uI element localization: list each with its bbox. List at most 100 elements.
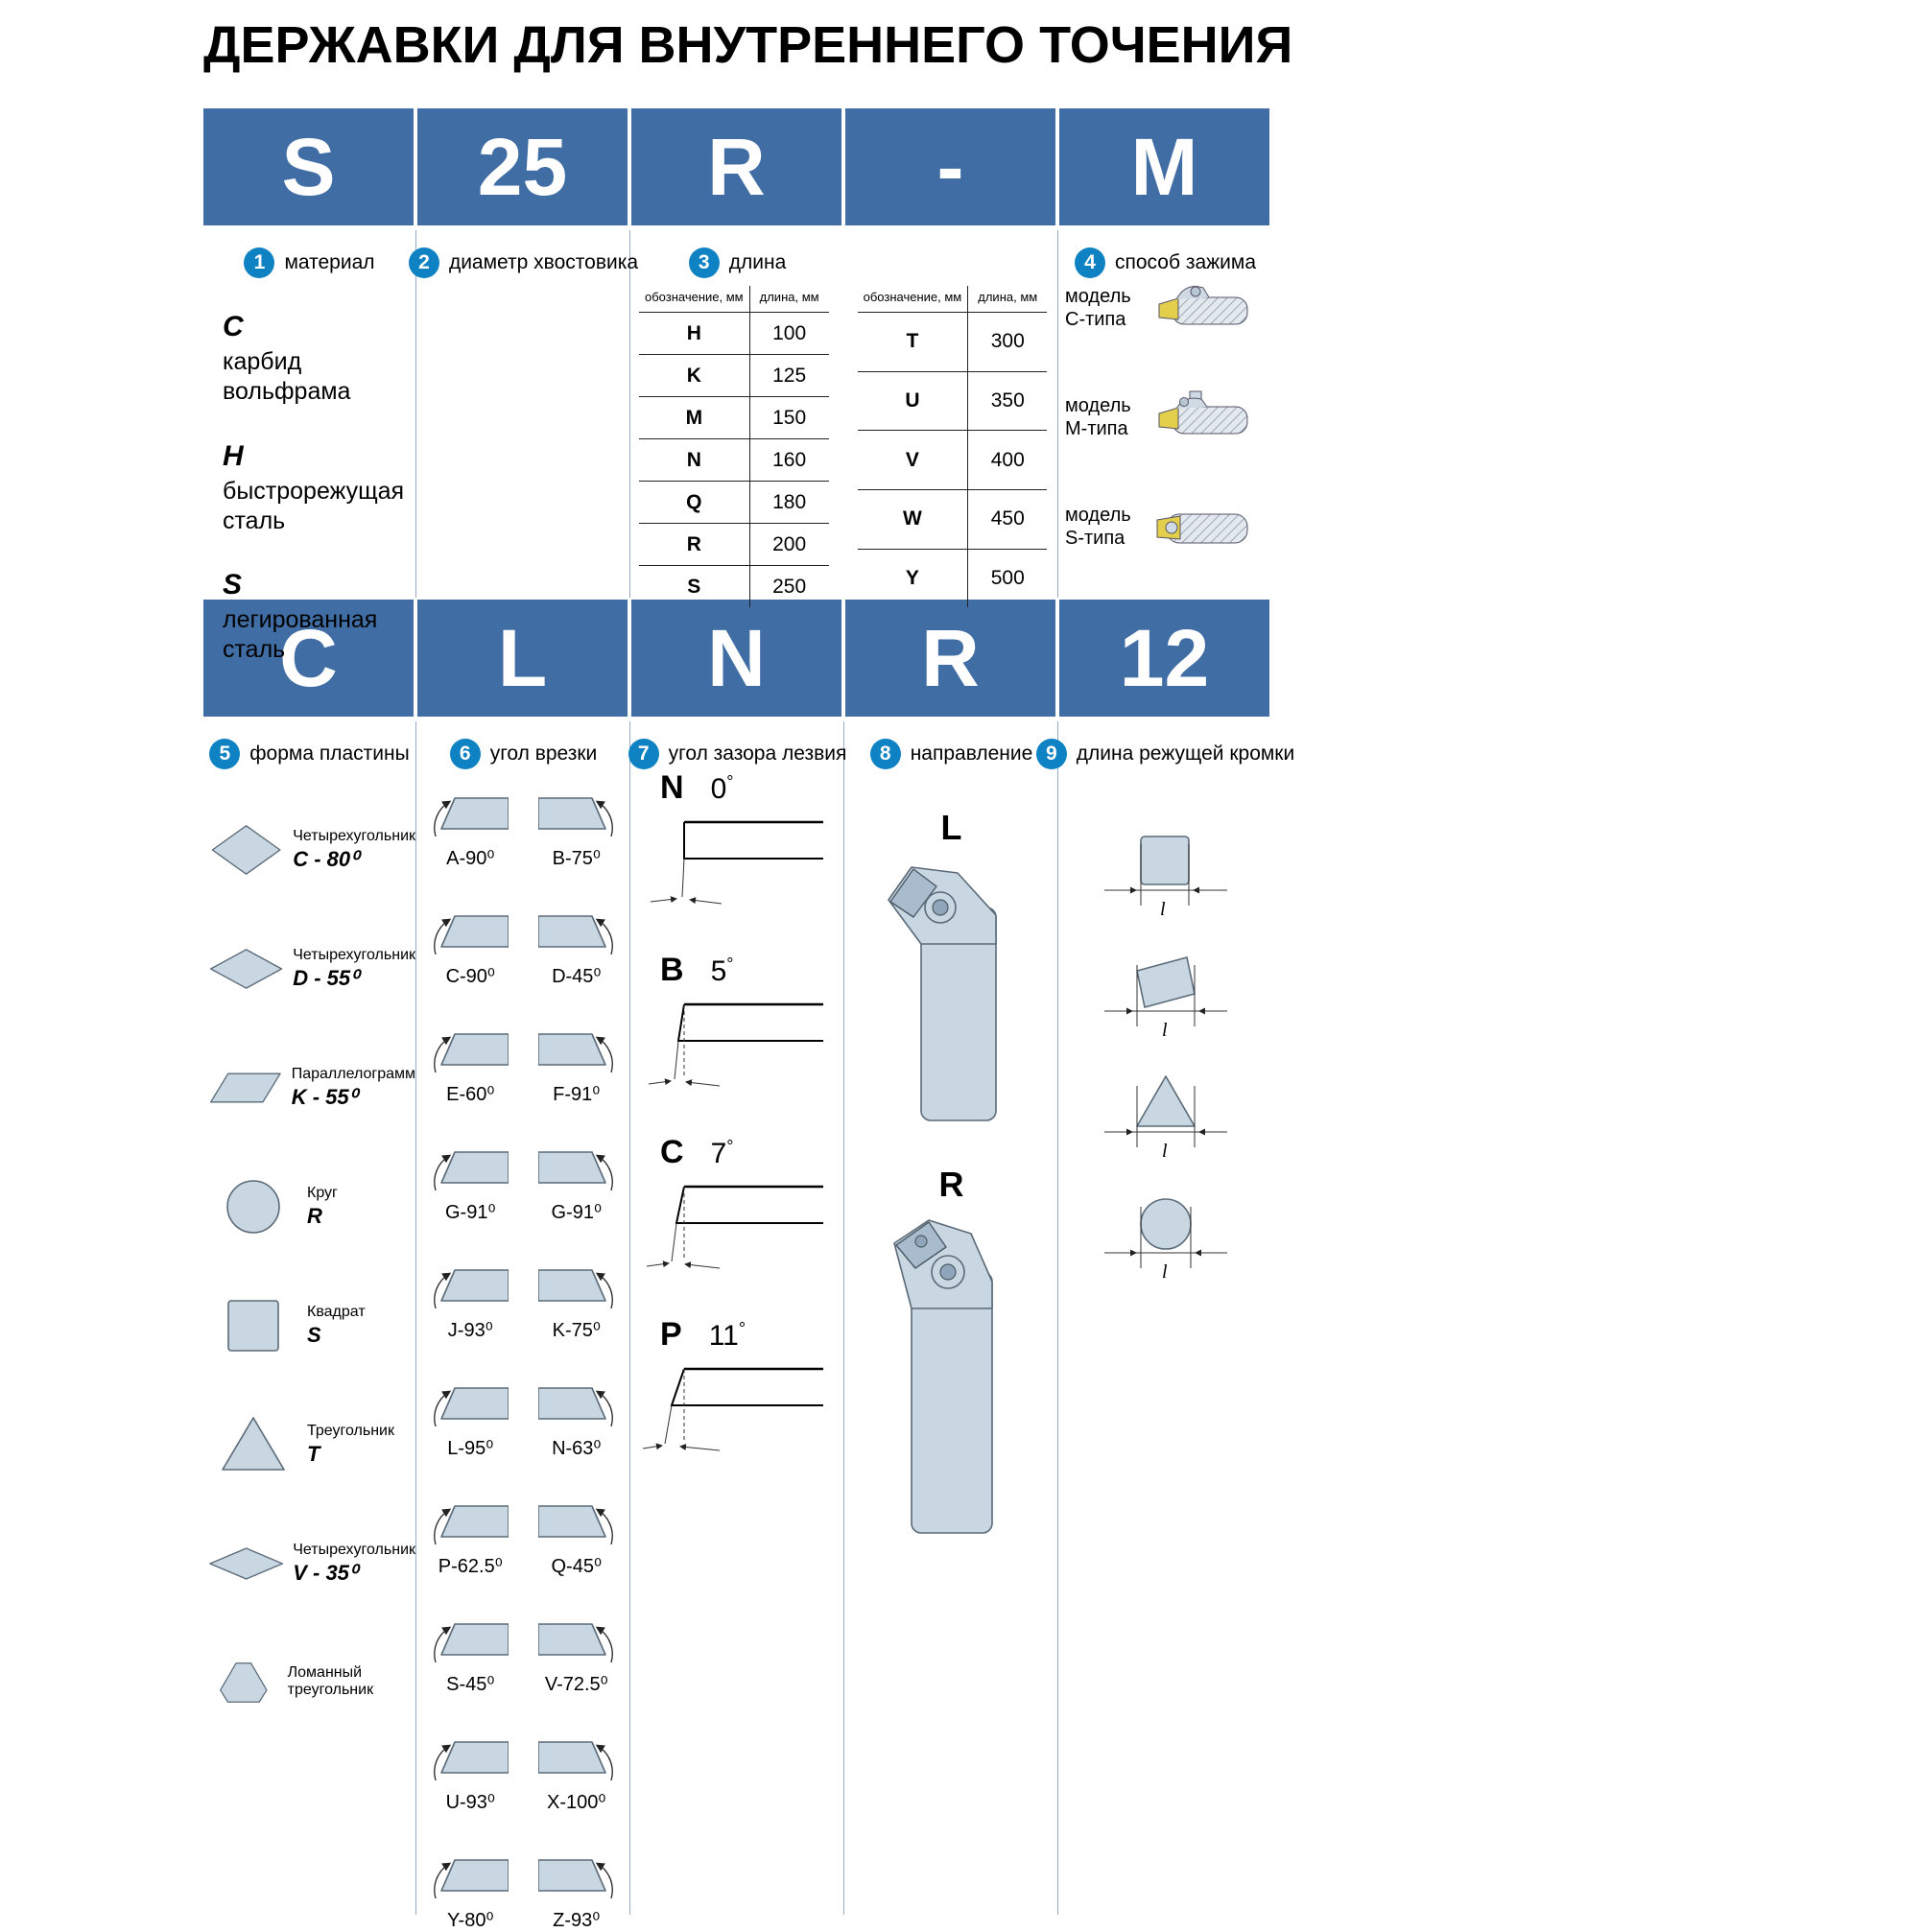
clearance-angle: 7° [711, 1137, 734, 1170]
clearance-heading: P 11° [660, 1316, 843, 1354]
entry-angle-label: G-91⁰ [551, 1202, 602, 1223]
clearance-angle: 0° [711, 772, 734, 806]
insert-shape-item: Четырехугольник C - 80⁰ [209, 815, 415, 884]
section-number-badge: 5 [209, 739, 241, 769]
tool-tip-icon [537, 1505, 613, 1545]
section-header: 5 форма пластины [203, 739, 415, 769]
section-shank-diameter: 2 диаметр хвостовика [408, 230, 638, 600]
entry-angle-item: U-93⁰ [432, 1734, 509, 1814]
length-code: Y [857, 548, 969, 607]
direction-right-label: R [938, 1165, 964, 1204]
entry-angle-label: F-91⁰ [553, 1084, 601, 1105]
insert-shape-item: Четырехугольник D - 55⁰ [209, 934, 415, 1003]
direction-left-label: L [940, 808, 962, 847]
section-edge-length: 9 длина режущей кромки l l [1035, 721, 1294, 1915]
tool-tip-icon [434, 1033, 509, 1073]
code-cell-separator: - [845, 108, 1055, 225]
entry-angle-label: L-95⁰ [447, 1438, 494, 1459]
shape-name: Ломанный треугольник [287, 1663, 374, 1698]
section-label: длина [728, 251, 787, 273]
section-label: угол зазора лезвия [668, 742, 847, 765]
clamp-model-item: модель C-типа [1065, 278, 1271, 338]
section-label: направление [910, 742, 1033, 765]
degree-symbol: ° [726, 772, 734, 791]
rhombus-edge-length-diagram: l [1103, 956, 1227, 1041]
section-number-badge: 2 [408, 247, 439, 278]
clearance-angle-value: 0 [710, 773, 727, 805]
length-code: R [639, 523, 750, 566]
insert-shape-item: Квадрат S [209, 1291, 415, 1360]
code-cell-length: R [631, 108, 841, 225]
clamp-model-label: модель S-типа [1065, 504, 1144, 550]
diamond-55-shape-icon [210, 949, 283, 989]
code-cell-insert-shape: C [203, 600, 414, 717]
length-code: U [857, 370, 969, 431]
code-cell-clearance-angle: N [631, 600, 841, 717]
clamp-model-type: S-типа [1065, 528, 1125, 549]
page-title: ДЕРЖАВКИ ДЛЯ ВНУТРЕННЕГО ТОЧЕНИЯ [203, 16, 1293, 74]
dimension-label: l [1160, 899, 1166, 920]
length-value: 200 [749, 523, 829, 566]
clamp-model-item: модель M-типа [1065, 388, 1271, 447]
diamond-80-shape-icon [211, 825, 281, 875]
degree-symbol: ° [738, 1319, 746, 1338]
clearance-item: P 11° [631, 1316, 843, 1472]
material-description: легированная сталь [223, 606, 378, 664]
shape-text: Параллелограмм K - 55⁰ [292, 1066, 415, 1110]
tool-tip-icon [434, 1151, 509, 1191]
column-header-length: длина, мм [967, 286, 1048, 313]
length-code: K [639, 354, 750, 397]
section-header: 6 угол врезки [417, 739, 629, 769]
clearance-letter: P [660, 1316, 682, 1353]
shape-text: Ломанный треугольник [288, 1664, 415, 1702]
trigon-shape-icon [220, 1662, 268, 1703]
entry-angle-label: D-45⁰ [552, 966, 602, 987]
shape-name: Круг [307, 1184, 338, 1201]
material-description: карбид вольфрама [223, 348, 351, 406]
clearance-item: B 5° [631, 952, 843, 1107]
length-value: 160 [749, 438, 829, 482]
tool-tip-icon [434, 1269, 509, 1309]
section-clamping: 4 способ зажима модель C-типа модель M-т… [1059, 230, 1271, 600]
tool-tip-icon [434, 1859, 509, 1899]
code-cell-shank-diameter: 25 [417, 108, 628, 225]
c-type-clamp-image [1158, 286, 1248, 325]
clearance-item: N 0° [631, 769, 843, 925]
degree-symbol: ° [726, 1137, 734, 1156]
insert-shape-list: Четырехугольник C - 80⁰ Четырехугольник … [203, 815, 415, 1717]
tool-tip-icon [537, 1741, 613, 1781]
tool-tip-icon [434, 1505, 509, 1545]
entry-angle-label: J-93⁰ [447, 1320, 493, 1341]
column-divider [415, 230, 416, 598]
section-header: 4 способ зажима [1059, 247, 1271, 278]
section-clearance-angle: 7 угол зазора лезвия N 0° B 5° [628, 721, 846, 1915]
entry-angle-item: V-72.5⁰ [537, 1616, 615, 1696]
material-item: S легированная сталь [223, 569, 415, 666]
insert-shape-item: Треугольник T [209, 1410, 415, 1479]
section-label: угол врезки [489, 742, 598, 765]
entry-angle-label: K-75⁰ [552, 1320, 601, 1341]
dimension-label: l [1162, 1261, 1168, 1283]
section-label: длина режущей кромки [1076, 742, 1295, 765]
entry-angle-item: G-91⁰ [537, 1144, 615, 1224]
insert-shape-item: Круг R [209, 1172, 415, 1241]
length-value: 150 [749, 396, 829, 439]
clearance-diagram [648, 1002, 823, 1087]
shape-name: Треугольник [307, 1422, 394, 1439]
column-divider [629, 230, 630, 598]
section-header: 3 длина [631, 247, 843, 278]
clamp-model-item: модель S-типа [1065, 497, 1271, 556]
clearance-letter: N [660, 769, 684, 806]
shape-text: Четырехугольник C - 80⁰ [293, 828, 415, 872]
section-header: 1 материал [203, 247, 415, 278]
entry-angle-label: E-60⁰ [446, 1084, 495, 1105]
column-divider [1057, 721, 1058, 1915]
length-value: 300 [990, 330, 1025, 353]
entry-angle-item: G-91⁰ [432, 1144, 509, 1224]
section-header: 2 диаметр хвостовика [408, 247, 638, 278]
parallelogram-shape-icon [209, 1072, 281, 1103]
tool-tip-icon [537, 1033, 613, 1073]
section-label: способ зажима [1114, 251, 1257, 273]
